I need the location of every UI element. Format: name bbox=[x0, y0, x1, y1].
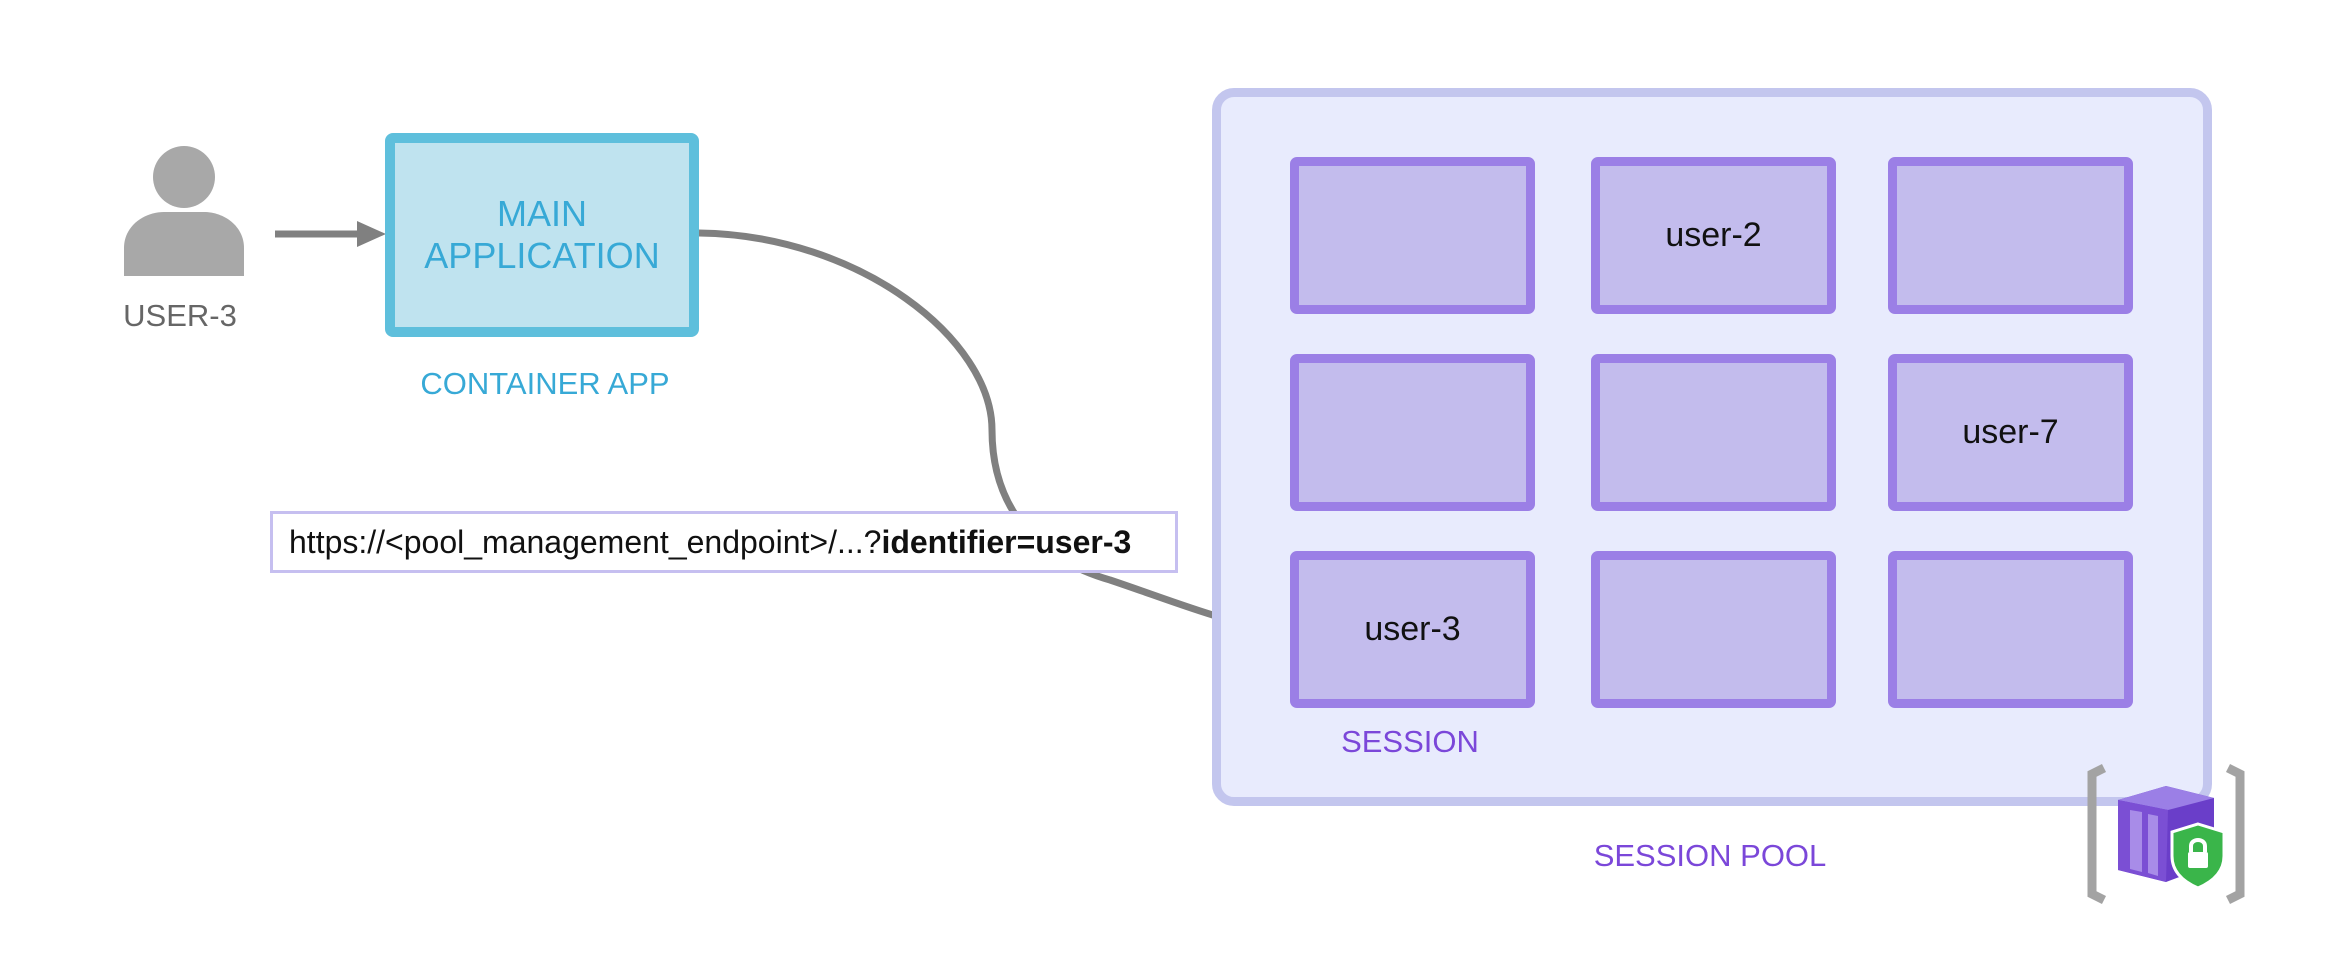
session-cell bbox=[1888, 551, 2133, 708]
session-cell: user-7 bbox=[1888, 354, 2133, 511]
main-application-box: MAIN APPLICATION bbox=[385, 133, 699, 337]
session-cell bbox=[1888, 157, 2133, 314]
session-cell: user-2 bbox=[1591, 157, 1836, 314]
session-cell bbox=[1591, 354, 1836, 511]
session-cell: user-3 bbox=[1290, 551, 1535, 708]
session-cell bbox=[1290, 157, 1535, 314]
user-label: USER-3 bbox=[123, 298, 237, 333]
user-to-app-arrow bbox=[275, 221, 386, 247]
url-identifier: identifier=user-3 bbox=[881, 523, 1132, 560]
container-app-label: CONTAINER APP bbox=[420, 366, 670, 401]
container-apps-session-pool-icon bbox=[2087, 763, 2245, 905]
session-cell bbox=[1290, 354, 1535, 511]
session-label: SESSION bbox=[1341, 724, 1479, 759]
session-pool-label: SESSION POOL bbox=[1593, 838, 1827, 873]
session-cell bbox=[1591, 551, 1836, 708]
main-app-title-line1: MAIN bbox=[496, 193, 587, 234]
lock-shield-icon bbox=[2170, 822, 2226, 890]
user-icon bbox=[124, 146, 244, 276]
url-prefix: https://<pool_management_endpoint>/...? bbox=[289, 523, 882, 560]
app-to-session-arrow bbox=[698, 229, 1296, 643]
main-app-title-line2: APPLICATION bbox=[424, 235, 660, 276]
request-url-box: https://<pool_management_endpoint>/...?i… bbox=[270, 511, 1178, 573]
